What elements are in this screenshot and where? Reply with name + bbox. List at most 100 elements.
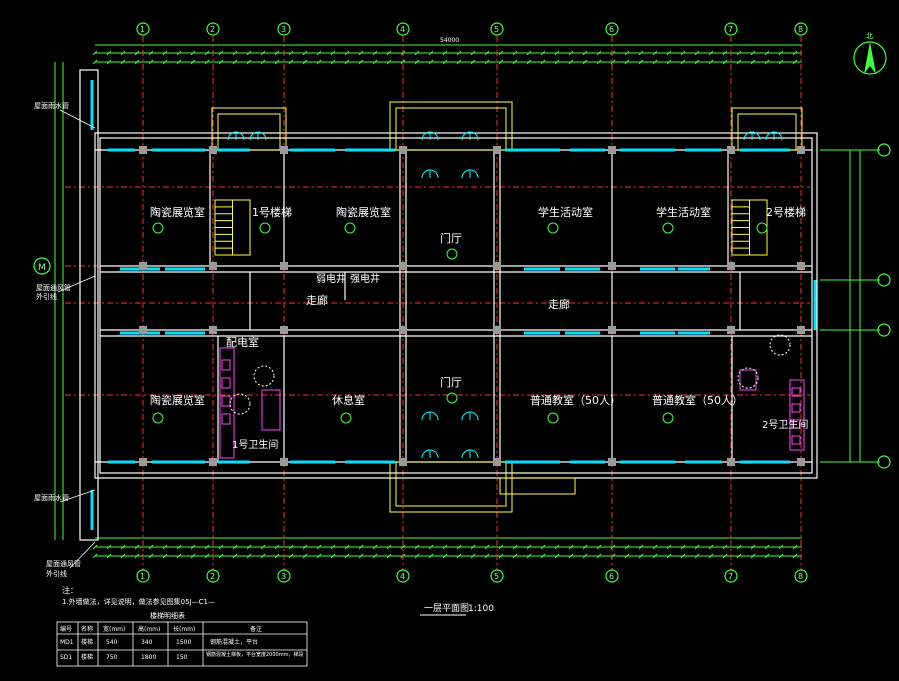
dimension-tick [596,553,602,559]
dimension-tick [526,50,532,56]
dimension-tick [582,50,588,56]
dimension-tick [568,59,574,65]
dimension-tick [498,544,504,550]
axis-grid-lines [65,36,810,570]
axis-bubble [277,22,291,36]
exterior-walls [79,69,818,541]
dimension-tick [316,50,322,56]
stair-schedule-table: 楼梯明细表 编号 名称 宽(mm) 高(mm) 长(mm) 备注 MD1 楼梯 … [56,611,308,667]
dimension-tick [204,553,210,559]
table-cell: 340 [141,639,153,646]
axis-bubble [396,569,410,583]
table-header: 长(mm) [173,625,195,633]
dimension-tick [624,59,630,65]
dimension-tick [372,544,378,550]
room-marker [152,412,164,424]
room-label: 门厅 [440,375,462,389]
dimension-tick [120,544,126,550]
dimension-tick [694,50,700,56]
dimension-tick [498,59,504,65]
table-header: 名称 [81,625,93,633]
axis-label: 5 [494,25,499,34]
door [461,411,471,421]
dimension-tick [722,544,728,550]
column [493,146,501,154]
column [399,262,407,270]
dimension-tick [736,553,742,559]
dimension-tick [512,553,518,559]
dimension-tick [274,50,280,56]
dimension-tick [442,544,448,550]
door [751,131,761,141]
column [608,262,616,270]
dimension-tick [92,59,98,65]
dimension-tick [638,544,644,550]
door [421,449,431,459]
dimension-tick [428,544,434,550]
room-label: 普通教室（50人） [530,393,621,407]
axis-bubble [396,22,410,36]
dimension-tick [694,59,700,65]
drawing-title: 一层平面图 1:100 [420,603,494,616]
axis-bubble [277,569,291,583]
dimension-tick [778,50,784,56]
dimension-tick [540,50,546,56]
column [280,458,288,466]
door [765,131,775,141]
room-label: 走廊 [306,293,328,307]
axis-label: 8 [798,572,803,581]
door [227,131,237,141]
dimension-tick [596,59,602,65]
dimension-tick [372,553,378,559]
dimension-tick [246,553,252,559]
door [421,411,431,421]
dimension-tick [582,544,588,550]
dimension-tick [498,50,504,56]
dimension-tick [512,50,518,56]
room-marker [446,248,458,260]
axis-bubble [794,569,808,583]
dimension-tick [456,553,462,559]
dimension-tick [484,553,490,559]
door [429,169,439,179]
room-label: 陶瓷展览室 [336,205,391,219]
dimension-tick [302,50,308,56]
toilet-fixtures [219,347,805,459]
dimension-tick [232,553,238,559]
dimension-tick [666,544,672,550]
dimension-tick [302,553,308,559]
dimension-tick [344,50,350,56]
door [743,131,753,141]
dimension-tick [764,553,770,559]
dimension-tick [708,50,714,56]
column [608,458,616,466]
dimension-tick [106,59,112,65]
total-dimension: 54000 [440,37,459,44]
dimension-tick [652,50,658,56]
column [727,326,735,334]
dimension-tick [162,59,168,65]
dimension-tick [470,553,476,559]
door [461,169,471,179]
dimension-tick [554,544,560,550]
doors [227,131,783,459]
dimension-tick [680,59,686,65]
dimension-tick [386,553,392,559]
dimension-tick [736,544,742,550]
dimension-tick [288,553,294,559]
dimension-tick [176,553,182,559]
dimension-tick [316,59,322,65]
dimension-tick [540,544,546,550]
dimension-tick [792,50,798,56]
axis-bubble [490,569,504,583]
column [209,326,217,334]
axis-label: 1 [140,572,145,581]
dimension-tick [596,544,602,550]
dimension-tick [554,553,560,559]
dimension-tick [456,50,462,56]
north-label: 北 [866,32,873,40]
column [399,146,407,154]
note-heading: 注： [62,585,78,595]
dimension-tick [260,50,266,56]
dimension-tick [218,553,224,559]
